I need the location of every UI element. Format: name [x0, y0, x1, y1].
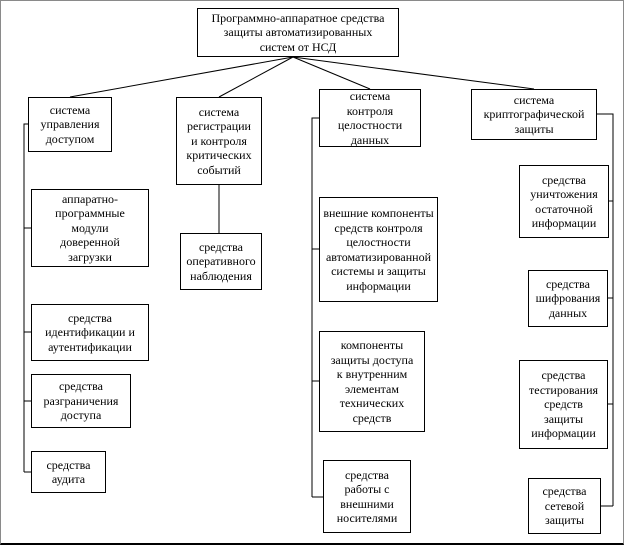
node-protection-testing-tools: средства тестирования средств защиты инф… — [519, 360, 608, 449]
node-root: Программно-аппаратное средства защиты ав… — [197, 8, 399, 57]
node-audit-tools: средства аудита — [31, 451, 106, 493]
node-critical-event-registration-system: система регистрации и контроля критическ… — [176, 97, 262, 185]
connector-root-to-col1 — [69, 56, 294, 98]
node-external-integrity-control-components: внешние компоненты средств контроля цело… — [319, 197, 438, 302]
node-identification-authentication-tools: средства идентификации и аутентификации — [31, 304, 149, 361]
node-cryptographic-protection-system: система криптографической защиты — [471, 89, 597, 140]
connector-col3-trunk — [311, 117, 323, 498]
connector-col1-trunk — [23, 123, 31, 473]
node-operational-monitoring-tools: средства оперативного наблюдения — [180, 233, 262, 290]
node-network-protection-tools: средства сетевой защиты — [528, 478, 601, 534]
node-residual-information-destruction-tools: средства уничтожения остаточной информац… — [519, 165, 609, 238]
node-internal-elements-access-protection: компоненты защиты доступа к внутренним э… — [319, 331, 425, 432]
connector-root-to-col3 — [292, 56, 371, 90]
node-trusted-boot-modules: аппаратно- программные модули доверенной… — [31, 189, 149, 267]
connector-root-to-col2 — [218, 56, 294, 98]
node-access-control-system: система управления доступом — [28, 97, 112, 152]
node-external-media-tools: средства работы с внешними носителями — [323, 460, 411, 533]
connector-root-to-col4 — [292, 56, 535, 90]
node-data-integrity-control-system: система контроля целостности данных — [319, 89, 421, 147]
node-data-encryption-tools: средства шифрования данных — [528, 270, 608, 327]
node-access-delimitation-tools: средства разграничения доступа — [31, 374, 131, 428]
